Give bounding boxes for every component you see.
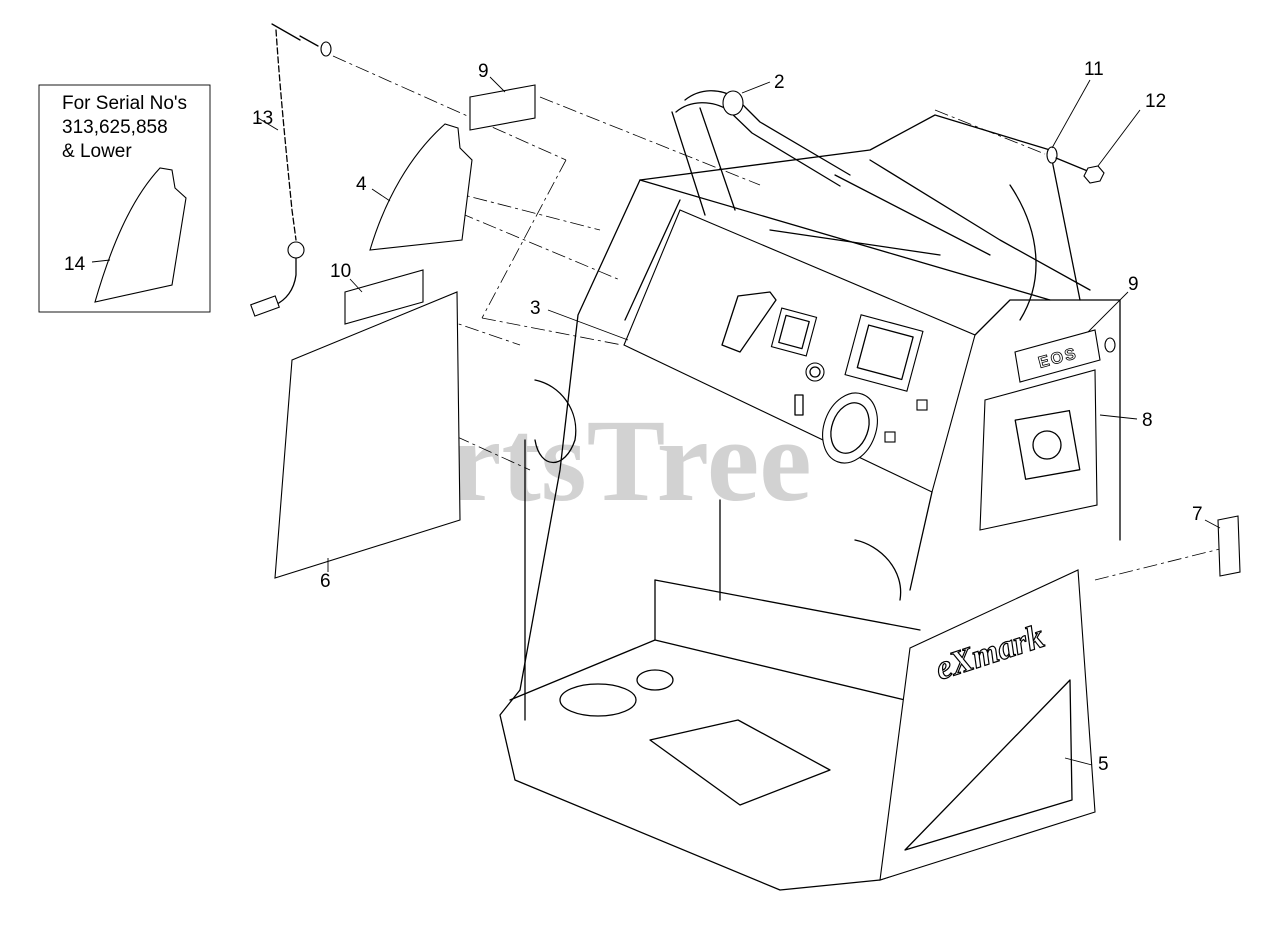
side-panel-5: eXmark 5 bbox=[879, 569, 1109, 881]
callout-12: 12 bbox=[1145, 91, 1166, 112]
callout-5: 5 bbox=[1098, 754, 1109, 775]
callout-9-right: 9 bbox=[1128, 274, 1139, 295]
inset-note-line2: 313,625,858 bbox=[62, 117, 168, 138]
callout-11: 11 bbox=[1084, 59, 1104, 80]
decal-10: 10 bbox=[330, 261, 424, 325]
callout-8: 8 bbox=[1142, 410, 1153, 431]
callout-4: 4 bbox=[356, 174, 367, 195]
inset-note-line3: & Lower bbox=[62, 141, 132, 162]
control-console-frame bbox=[499, 90, 1121, 891]
serial-inset-box: For Serial No's 313,625,858 & Lower 14 bbox=[38, 84, 211, 313]
decal-7: 7 bbox=[1192, 504, 1241, 577]
callout-9-top: 9 bbox=[478, 61, 489, 82]
callouts-2-3: 2 3 bbox=[530, 72, 785, 341]
decal-9-eos: EOS 9 bbox=[1014, 274, 1139, 383]
hardware-11-12: 11 12 bbox=[1046, 59, 1166, 184]
panel-6: 6 bbox=[274, 291, 461, 592]
inset-decal-14 bbox=[94, 167, 187, 303]
callout-14: 14 bbox=[64, 254, 86, 275]
callout-6: 6 bbox=[320, 571, 331, 592]
callout-7: 7 bbox=[1192, 504, 1203, 525]
callout-10: 10 bbox=[330, 261, 351, 282]
callout-13: 13 bbox=[252, 108, 273, 129]
safety-chain-13: 13 bbox=[250, 23, 332, 317]
decal-8: 8 bbox=[979, 369, 1153, 531]
alignment-lines bbox=[332, 55, 1229, 581]
decal-9-top: 9 bbox=[469, 61, 536, 131]
inset-note-line1: For Serial No's bbox=[62, 93, 187, 114]
decal-4: 4 bbox=[356, 123, 473, 251]
callout-3: 3 bbox=[530, 298, 541, 319]
callout-2: 2 bbox=[774, 72, 785, 93]
